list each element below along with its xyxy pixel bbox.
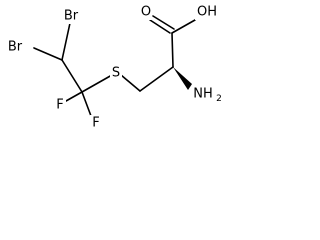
bond-s-ch2 [120, 74, 141, 92]
atom-f-left: F [54, 97, 66, 113]
atom-oxygen: O [140, 4, 152, 20]
atom-amine-label: NH [193, 87, 213, 102]
atom-sulfur: S [110, 65, 122, 81]
atom-br-left-label: Br [8, 40, 23, 55]
bond-c2-s [81, 74, 113, 93]
atom-amine-subscript: 2 [216, 94, 222, 104]
bond-calpha-ccooh [171, 32, 174, 68]
bond-c2-f-right [81, 91, 92, 117]
bond-c-o-double-b [152, 15, 175, 30]
molecular-structure: Br Br F F S O OH NH 2 [2, 4, 222, 131]
atom-amine: NH 2 [191, 86, 222, 104]
atom-f-right-label: F [92, 116, 99, 131]
atom-hydroxyl: OH [195, 4, 219, 20]
wedge-bond-calpha-n [173, 67, 192, 90]
bond-c1-c2 [61, 59, 83, 93]
atom-hydroxyl-label: OH [197, 5, 217, 20]
bond-c2-f-left [65, 91, 83, 102]
atom-br-top: Br [58, 8, 84, 24]
bond-c1-br-top [61, 22, 71, 61]
bond-c1-br-left [33, 47, 63, 61]
atom-br-top-label: Br [64, 9, 79, 24]
atom-f-right: F [90, 115, 102, 131]
atom-sulfur-label: S [112, 66, 120, 81]
bond-c-oh [171, 19, 196, 34]
atom-f-left-label: F [56, 98, 63, 113]
bond-ch2-calpha [139, 66, 174, 92]
atom-oxygen-label: O [141, 5, 151, 20]
bond-c-o-double-a [149, 19, 171, 34]
atom-br-left: Br [2, 39, 28, 55]
